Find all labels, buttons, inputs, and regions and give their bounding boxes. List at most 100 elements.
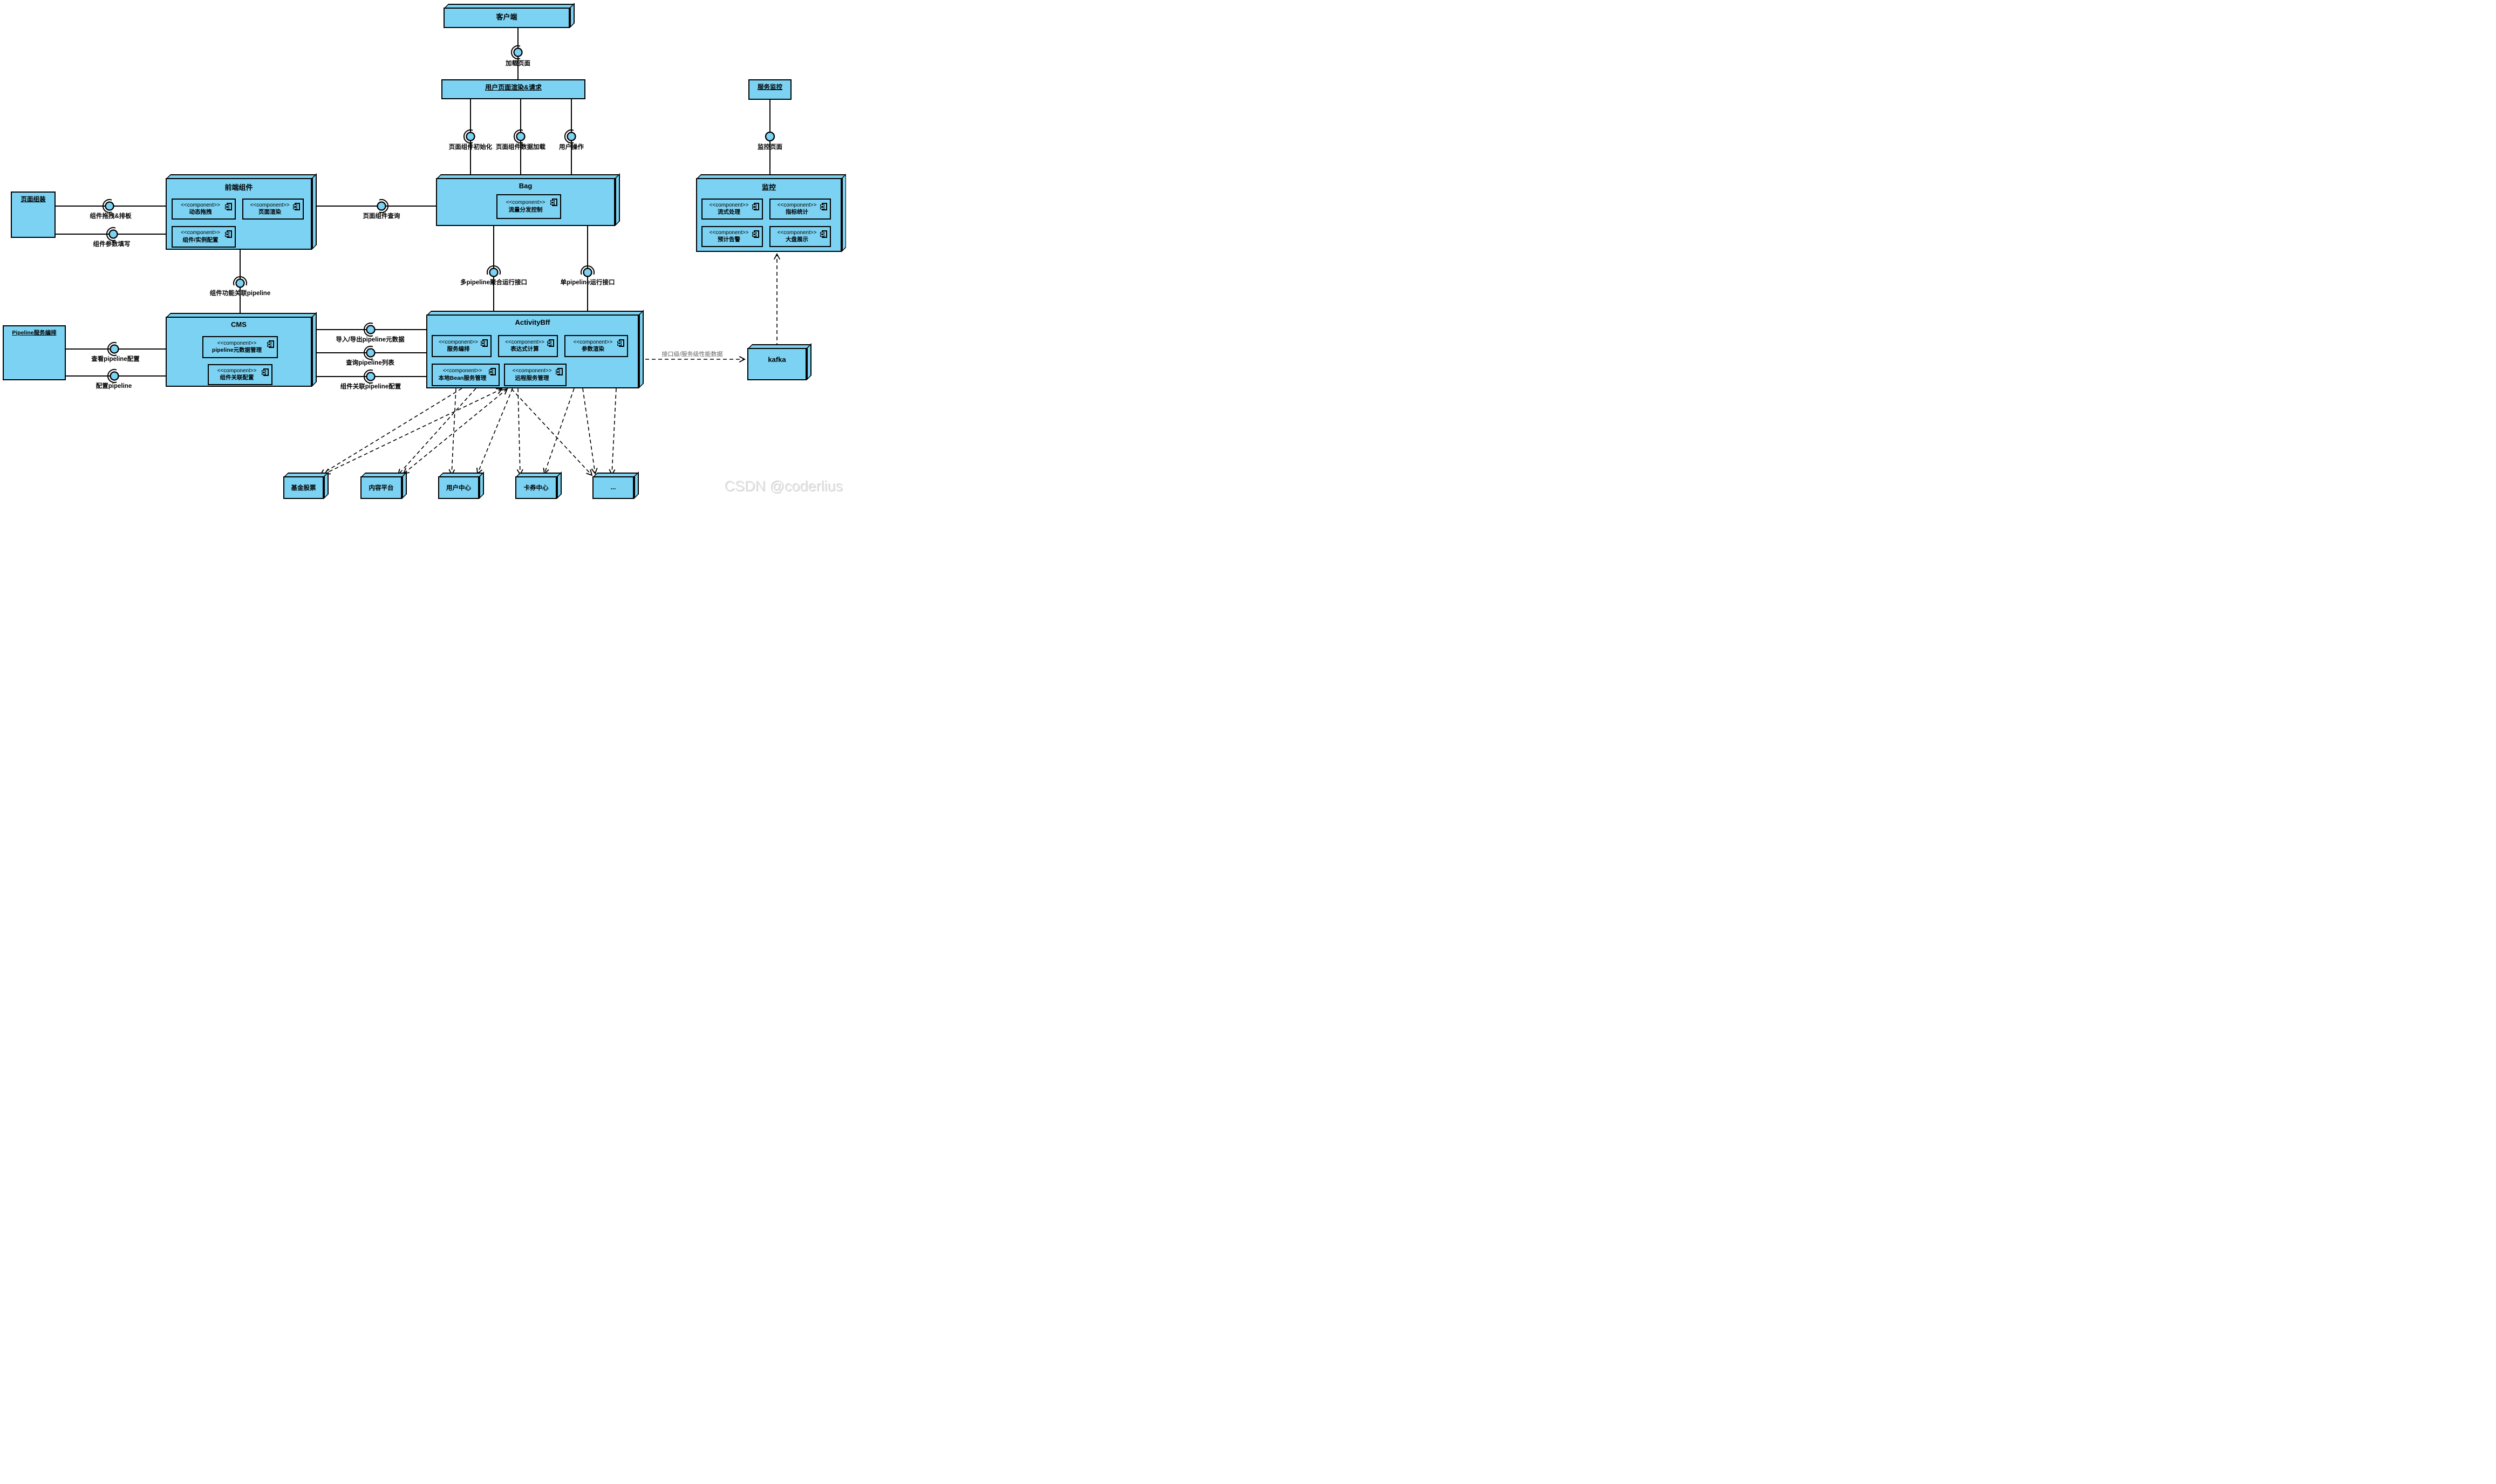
component-pipeline-config-interface-label: 组件关联pipeline配置 [340, 384, 401, 390]
node-others: ... [592, 476, 634, 499]
component-stereotype: <<component>> [777, 229, 817, 236]
component-stereotype: <<component>> [181, 202, 220, 208]
component-stream-processing: <<component>> 流式处理 [701, 199, 763, 220]
node-page-assembly: 页面组装 [11, 192, 56, 238]
component-name: 组件/实例配置 [182, 236, 219, 243]
component-pipeline-config-interface-icon [363, 370, 376, 384]
component-func-pipeline-interface-label: 组件功能关联pipeline [209, 290, 271, 297]
component-traffic-dispatch: <<component>> 流量分发控制 [496, 194, 561, 219]
component-stereotype: <<component>> [573, 339, 613, 345]
component-stereotype: <<component>> [506, 200, 545, 206]
config-pipeline-interface-label: 配置pipeline [96, 383, 132, 389]
component-icon [225, 203, 232, 210]
component-name: 流式处理 [718, 209, 740, 216]
component-metric-stats: <<component>> 指标统计 [769, 199, 831, 220]
node-others-title: ... [610, 484, 616, 491]
component-drag-layout-interface-icon [102, 199, 114, 213]
component-func-pipeline-interface-icon [233, 276, 247, 288]
page-component-init-interface-label: 页面组件初始化 [448, 144, 493, 151]
component-name: 预计告警 [718, 236, 740, 243]
component-stereotype: <<component>> [505, 339, 544, 345]
page-component-data-load-interface-label: 页面组件数据加载 [496, 144, 545, 151]
interface-icons [102, 45, 775, 384]
component-icon [820, 203, 827, 210]
component-drag-layout-interface-label: 组件拖拽&排板 [90, 213, 132, 220]
component-icon [820, 230, 827, 238]
single-pipeline-run-interface-icon [581, 265, 595, 277]
connector-bff-couponcenter-1 [516, 388, 523, 476]
component-icon [489, 368, 496, 375]
component-icon [752, 230, 759, 238]
node-monitor-title: 监控 [761, 183, 776, 192]
component-icon [481, 339, 488, 347]
single-pipeline-run-interface-label: 单pipeline运行接口 [560, 279, 615, 286]
connector-bff-usercenter-2 [476, 388, 513, 475]
config-pipeline-interface-icon [107, 369, 119, 383]
node-bag-title: Bag [519, 182, 533, 190]
page-component-init-interface-icon [463, 129, 475, 143]
component-stereotype: <<component>> [217, 340, 257, 346]
connector-bff-contentplatform-1 [397, 388, 476, 476]
user-operation-interface-icon [564, 129, 576, 143]
node-client: 客户端 [444, 8, 570, 28]
component-name: 指标统计 [786, 209, 808, 216]
node-activity-bff-title: ActivityBff [515, 318, 550, 326]
solid-connectors [54, 27, 770, 377]
component-name: 远程服务管理 [515, 374, 549, 381]
component-icon [752, 203, 759, 210]
connector-bff-usercenter-1 [448, 388, 456, 476]
monitor-page-interface-label: 监控页面 [758, 144, 782, 151]
import-export-pipeline-metadata-interface-icon [363, 323, 376, 337]
node-pipeline-orchestration-title: Pipeline服务编排 [12, 330, 57, 336]
import-export-pipeline-metadata-interface-label: 导入/导出pipeline元数据 [336, 337, 405, 343]
component-name: 页面渲染 [258, 209, 281, 216]
component-stereotype: <<component>> [250, 202, 290, 208]
view-pipeline-config-interface-label: 查看pipeline配置 [91, 356, 140, 363]
component-dashboard-display: <<component>> 大盘展示 [769, 226, 831, 247]
watermark: CSDN @coderlius [724, 478, 843, 494]
connector-bff-fundstock-2 [324, 388, 503, 475]
node-user-page-render-title: 用户页面渲染&请求 [485, 84, 542, 91]
component-icon [267, 340, 274, 348]
node-service-monitor-title: 服务监控 [758, 84, 782, 91]
node-service-monitor: 服务监控 [748, 79, 792, 100]
node-pipeline-orchestration: Pipeline服务编排 [3, 325, 66, 380]
page-component-data-load-interface-icon [513, 129, 526, 143]
page-component-query-interface-icon [377, 199, 389, 213]
component-icon [547, 339, 554, 347]
component-stereotype: <<component>> [512, 368, 552, 374]
page-component-query-interface-label: 页面组件查询 [363, 213, 400, 220]
component-param-fill-interface-label: 组件参数填写 [93, 241, 131, 248]
query-pipeline-list-interface-label: 查询pipeline列表 [346, 360, 394, 366]
user-operation-interface-label: 用户操作 [559, 144, 584, 151]
component-stereotype: <<component>> [217, 367, 257, 374]
component-stereotype: <<component>> [439, 339, 478, 345]
component-name: 流量分发控制 [508, 206, 543, 213]
connector-bff-fundstock-1 [319, 388, 462, 476]
component-stereotype: <<component>> [709, 202, 749, 208]
connector-bff-others-3 [609, 388, 617, 476]
query-pipeline-list-interface-icon [363, 346, 376, 360]
component-expression-calc: <<component>> 表达式计算 [498, 335, 558, 357]
connector-bff-contentplatform-2 [403, 388, 508, 475]
node-content-platform: 内容平台 [360, 476, 402, 499]
node-kafka: kafka [747, 348, 807, 380]
component-service-orchestration: <<component>> 服务编排 [432, 335, 492, 357]
component-param-fill-interface-icon [106, 227, 118, 241]
node-coupon-center: 卡券中心 [515, 476, 557, 499]
component-alert-forecast: <<component>> 预计告警 [701, 226, 763, 247]
component-stereotype: <<component>> [709, 229, 749, 236]
component-name: 大盘展示 [786, 236, 808, 243]
component-name: 动态拖拽 [189, 209, 212, 216]
load-page-interface-icon [510, 45, 523, 59]
component-stereotype: <<component>> [181, 230, 220, 236]
component-local-bean-service: <<component>> 本地Bean服务管理 [432, 364, 500, 386]
component-name: 服务编排 [447, 346, 470, 353]
component-icon [293, 203, 300, 210]
component-param-render: <<component>> 参数渲染 [564, 335, 628, 357]
connector-bff-others-2 [582, 388, 598, 475]
dashed-connectors [319, 253, 781, 476]
component-name: 参数渲染 [582, 346, 604, 353]
connector-layer [54, 27, 781, 476]
component-relation-config: <<component>> 组件关联配置 [208, 364, 272, 385]
